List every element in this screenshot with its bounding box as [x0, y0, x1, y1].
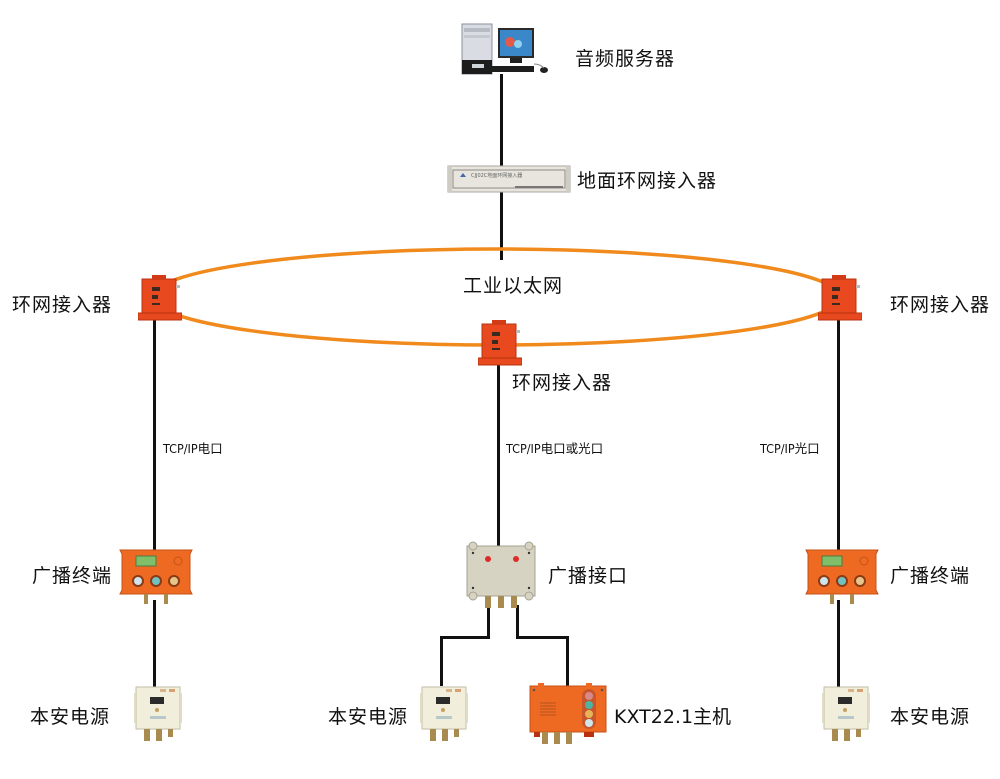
- wire-right-ring-to-terminal: [837, 315, 840, 550]
- explosion-proof-box-icon: [137, 275, 183, 321]
- psu-right-label: 本安电源: [890, 706, 971, 728]
- link-center-label: TCP/IP电口或光口: [506, 441, 604, 456]
- broadcast-terminal-left-label: 广播终端: [32, 565, 113, 587]
- wire-interface-to-host-v1: [516, 605, 519, 639]
- host-kxt: [528, 682, 608, 746]
- wire-interface-to-host-h: [516, 636, 568, 639]
- broadcast-terminal-icon: [119, 549, 193, 604]
- desktop-computer-icon: [461, 23, 548, 75]
- broadcast-terminal-right: [802, 544, 882, 606]
- wire-left-ring-to-terminal: [153, 315, 156, 550]
- explosion-proof-box-icon: [817, 275, 863, 321]
- host-unit-icon: [529, 683, 607, 744]
- junction-box-icon: [466, 541, 536, 608]
- wire-interface-to-psu-v1: [487, 605, 490, 639]
- wire-left-terminal-to-psu: [153, 600, 156, 688]
- ring-access-right-label: 环网接入器: [890, 294, 991, 316]
- wire-interface-to-psu-h: [440, 636, 490, 639]
- ring-access-left-label: 环网接入器: [12, 294, 113, 316]
- broadcast-interface-label: 广播接口: [548, 565, 629, 587]
- rack-panel-text: CJJ02C地面环网接入器: [471, 172, 522, 179]
- psu-left-label: 本安电源: [30, 706, 111, 728]
- psu-center: [418, 683, 470, 745]
- explosion-proof-box-icon: [477, 320, 523, 366]
- wire-interface-to-host-v2: [566, 636, 569, 686]
- ring-access-center-label: 环网接入器: [512, 372, 613, 394]
- power-supply-icon: [822, 686, 870, 741]
- ground-ring-access-label: 地面环网接入器: [577, 170, 718, 192]
- wire-center-ring-to-interface: [497, 360, 500, 546]
- link-left-label: TCP/IP电口: [163, 441, 223, 456]
- broadcast-terminal-icon: [805, 549, 879, 604]
- industrial-ethernet-label: 工业以太网: [463, 275, 564, 297]
- psu-center-label: 本安电源: [328, 706, 409, 728]
- host-kxt-label: KXT22.1主机: [614, 706, 732, 728]
- ring-access-right: [817, 275, 863, 323]
- power-supply-icon: [134, 686, 182, 741]
- rack-unit-icon: CJJ02C地面环网接入器: [447, 165, 571, 193]
- audio-server-label: 音频服务器: [575, 48, 676, 70]
- power-supply-icon: [420, 686, 468, 741]
- ring-access-left: [137, 275, 183, 323]
- broadcast-terminal-left: [116, 544, 196, 606]
- wire-interface-to-psu-v2: [440, 636, 443, 686]
- psu-left: [132, 683, 184, 745]
- ground-ring-access: CJJ02C地面环网接入器: [447, 164, 571, 194]
- broadcast-terminal-right-label: 广播终端: [890, 565, 971, 587]
- link-right-label: TCP/IP光口: [760, 441, 820, 456]
- wire-ground-to-ring: [500, 192, 503, 260]
- wire-server-to-ground: [500, 74, 503, 170]
- psu-right: [820, 683, 872, 745]
- ring-access-center: [477, 320, 523, 368]
- wire-right-terminal-to-psu: [837, 600, 840, 688]
- audio-server: [460, 22, 552, 78]
- broadcast-interface: [465, 540, 537, 610]
